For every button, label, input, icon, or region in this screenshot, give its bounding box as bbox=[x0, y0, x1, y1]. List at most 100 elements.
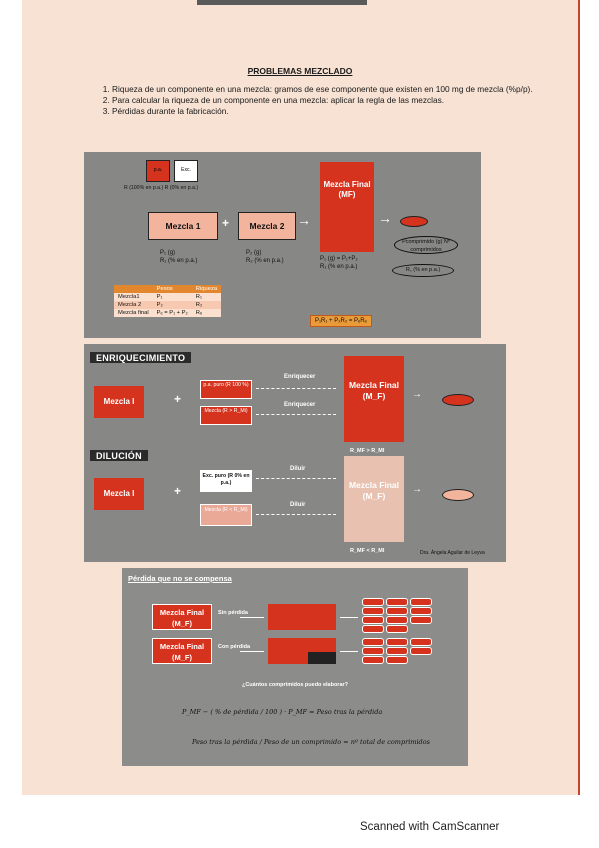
table-cell: P₁ bbox=[152, 293, 192, 301]
tablet-richness-oval: R꜀ (% en p.a.) bbox=[392, 264, 454, 277]
enrich-condition: R_MF > R_MI bbox=[350, 448, 385, 454]
table-cell: P₂ bbox=[152, 301, 192, 309]
pa-cup-icon: p.a. bbox=[146, 160, 170, 182]
table-cell: R₂ bbox=[191, 301, 222, 309]
mixing-rule-panel: p.a. Exc. R (100% en p.a.) R (0% en p.a.… bbox=[84, 152, 481, 338]
mezcla-final-box: Mezcla Final (M_F) bbox=[344, 356, 404, 442]
enrich-label: Enriquecer bbox=[284, 402, 316, 408]
tablet-icon bbox=[386, 656, 408, 664]
cup-labels: R (100% en p.a.) R (0% en p.a.) bbox=[124, 185, 199, 191]
table-cell: R₁ bbox=[191, 293, 222, 301]
pure-api-box: p.a. puro (R 100 %) bbox=[200, 380, 252, 399]
tablet-icon bbox=[410, 647, 432, 655]
dilution-title: DILUCIÓN bbox=[90, 450, 148, 461]
arrow-line bbox=[256, 414, 336, 415]
dilute-condition: R_MF < R_MI bbox=[350, 548, 385, 554]
tablet-icon bbox=[362, 616, 384, 624]
tablet-weight-oval: Pcomprimido (g) Nº comprimidos bbox=[394, 236, 458, 254]
loss-panel: Pérdida que no se compensa Mezcla Final … bbox=[122, 568, 468, 766]
question-text: ¿Cuántos comprimidos puedo elaborar? bbox=[241, 682, 349, 688]
mezcla-1-box: Mezcla 1 bbox=[148, 212, 218, 240]
m2-richness: R₂ (% en p.a.) bbox=[246, 258, 284, 264]
tablet-icon bbox=[386, 598, 408, 606]
mf-weight: P₁ (g) = P₁+P₂ bbox=[320, 256, 358, 262]
top-rule bbox=[197, 0, 367, 5]
page-title: PROBLEMAS MEZCLADO bbox=[247, 66, 353, 76]
list-item: Para calcular la riqueza de un component… bbox=[112, 95, 552, 105]
arrow-line bbox=[256, 478, 336, 479]
table-row: Mezcla1 P₁ R₁ bbox=[114, 293, 222, 301]
m2-weight: P₂ (g) bbox=[246, 250, 262, 256]
tablet-icon bbox=[386, 616, 408, 624]
dilute-label: Diluir bbox=[290, 502, 306, 508]
table-cell: Rₑ bbox=[191, 309, 222, 317]
tablet-icon bbox=[362, 607, 384, 615]
loss-equation: P_MF − ( % de pérdida / 100 ) · P_MF = P… bbox=[182, 708, 383, 716]
enrichment-dilution-panel: ENRIQUECIMIENTO Mezcla I + p.a. puro (R … bbox=[84, 344, 506, 562]
pa-cup-label: p.a. bbox=[153, 167, 163, 173]
enrich-label: Enriquecer bbox=[284, 374, 316, 380]
arrow-line bbox=[340, 617, 358, 618]
dilute-label: Diluir bbox=[290, 466, 306, 472]
arrow-line bbox=[340, 651, 358, 652]
tablet-icon bbox=[362, 656, 384, 664]
table-row: Mezcla final Pₑ = P₁ + P₂ Rₑ bbox=[114, 309, 222, 317]
loss-title: Pérdida que no se compensa bbox=[128, 574, 232, 583]
plus-sign: + bbox=[174, 392, 182, 406]
tablet-icon bbox=[442, 489, 474, 501]
table-cell: Mezcla1 bbox=[114, 293, 153, 301]
tablet-icon bbox=[362, 638, 384, 646]
list-item: Riqueza de un componente en una mezcla: … bbox=[112, 84, 552, 94]
tablet-icon bbox=[410, 616, 432, 624]
arrow-icon: → bbox=[378, 210, 392, 226]
table-header bbox=[114, 285, 153, 293]
tablet-icon bbox=[386, 638, 408, 646]
table-cell: Pₑ = P₁ + P₂ bbox=[152, 309, 192, 317]
arrow-line bbox=[256, 514, 336, 515]
excipient-cup-label: Exc. bbox=[181, 167, 191, 173]
arrow-line bbox=[240, 651, 264, 652]
arrow-icon: → bbox=[412, 389, 422, 400]
m1-richness: R₁ (% en p.a.) bbox=[160, 258, 198, 264]
arrow-line bbox=[240, 617, 264, 618]
enrichment-title: ENRIQUECIMIENTO bbox=[90, 352, 192, 363]
tablet-icon bbox=[386, 647, 408, 655]
tablet-icon bbox=[410, 638, 432, 646]
author-credit: Dra. Ángela Aguilar de Leyva bbox=[420, 550, 485, 556]
list-item: Pérdidas durante la fabricación. bbox=[112, 106, 552, 116]
plus-sign: + bbox=[222, 216, 230, 230]
tablet-icon bbox=[442, 394, 474, 406]
poorer-mix-box: Mezcla (R < R_Mi) bbox=[200, 504, 252, 526]
weights-table: Pesos Riqueza Mezcla1 P₁ R₁ Mezcla 2 P₂ … bbox=[114, 285, 222, 317]
scanner-watermark: Scanned with CamScanner bbox=[360, 821, 500, 833]
mezcla-final-box: Mezcla Final (MF) bbox=[320, 162, 374, 252]
mixing-formula: P₁R₁ + P₂R₂ = PₑRₑ bbox=[310, 315, 372, 327]
mezcla-i-box: Mezcla I bbox=[94, 478, 144, 510]
mezcla-i-box: Mezcla I bbox=[94, 386, 144, 418]
arrow-icon: → bbox=[412, 484, 422, 495]
tablet-icon bbox=[362, 647, 384, 655]
tablets-equation: Peso tras la pérdida / Peso de un compri… bbox=[192, 738, 430, 746]
tablet-icon bbox=[410, 598, 432, 606]
table-cell: Mezcla final bbox=[114, 309, 153, 317]
m1-weight: P₁ (g) bbox=[160, 250, 176, 256]
table-header: Riqueza bbox=[191, 285, 222, 293]
arrow-icon: → bbox=[297, 212, 311, 228]
arrow-line bbox=[256, 388, 336, 389]
tablet-icon bbox=[386, 607, 408, 615]
excipient-cup-icon: Exc. bbox=[174, 160, 198, 182]
richer-mix-box: Mezcla (R > R_Mi) bbox=[200, 406, 252, 425]
loss-portion bbox=[308, 652, 336, 664]
numbered-list: Riqueza de un componente en una mezcla: … bbox=[92, 84, 552, 117]
with-loss-label: Con pérdida bbox=[218, 644, 251, 650]
tablet-icon bbox=[362, 625, 384, 633]
tablet-icon bbox=[410, 607, 432, 615]
table-row: Mezcla 2 P₂ R₂ bbox=[114, 301, 222, 309]
tablet-icon bbox=[386, 625, 408, 633]
pure-excipient-box: Exc. puro (R 0% en p.a.) bbox=[200, 470, 252, 492]
mezcla-final-diluted-box: Mezcla Final (M_F) bbox=[344, 456, 404, 542]
mezcla-final-box: Mezcla Final (M_F) bbox=[152, 604, 212, 630]
no-loss-label: Sin pérdida bbox=[218, 610, 248, 616]
table-cell: Mezcla 2 bbox=[114, 301, 153, 309]
mezcla-final-box: Mezcla Final (M_F) bbox=[152, 638, 212, 664]
